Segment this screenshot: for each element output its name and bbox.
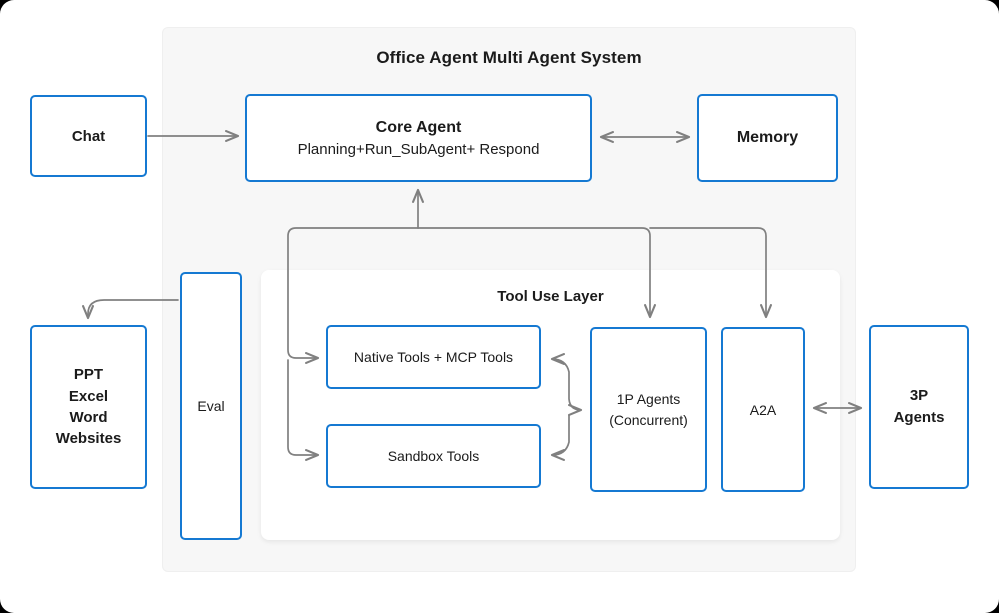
- node-eval-label: Eval: [197, 398, 225, 414]
- node-3p-agents-line2: Agents: [893, 409, 945, 426]
- node-3p-agents[interactable]: 3P Agents: [869, 325, 969, 489]
- node-core-agent[interactable]: Core Agent Planning+Run_SubAgent+ Respon…: [245, 94, 592, 182]
- node-chat[interactable]: Chat: [30, 95, 147, 177]
- node-outputs[interactable]: PPT Excel Word Websites: [30, 325, 147, 489]
- node-eval[interactable]: Eval: [180, 272, 242, 540]
- node-memory-label: Memory: [736, 129, 799, 146]
- system-title: Office Agent Multi Agent System: [376, 48, 642, 67]
- node-outputs-line-excel: Excel: [68, 387, 109, 405]
- node-native-tools-label: Native Tools + MCP Tools: [353, 349, 514, 365]
- node-a2a[interactable]: A2A: [721, 327, 805, 492]
- node-3p-agents-line1: 3P: [909, 387, 929, 405]
- node-1p-agents-label: 1P Agents: [616, 390, 681, 407]
- node-memory[interactable]: Memory: [697, 94, 838, 182]
- node-sandbox-tools[interactable]: Sandbox Tools: [326, 424, 541, 488]
- node-outputs-line-websites: Websites: [55, 430, 122, 448]
- node-core-agent-title: Core Agent: [375, 118, 462, 136]
- node-native-tools[interactable]: Native Tools + MCP Tools: [326, 325, 541, 389]
- node-outputs-line-word: Word: [69, 409, 108, 426]
- tool-use-layer-title: Tool Use Layer: [497, 288, 604, 305]
- node-core-agent-subtitle: Planning+Run_SubAgent+ Respond: [297, 140, 540, 158]
- node-chat-label: Chat: [71, 127, 106, 145]
- node-a2a-label: A2A: [749, 401, 777, 418]
- node-sandbox-tools-label: Sandbox Tools: [387, 448, 480, 464]
- node-1p-agents-sublabel: (Concurrent): [609, 411, 688, 428]
- node-1p-agents[interactable]: 1P Agents (Concurrent): [590, 327, 707, 492]
- node-outputs-line-ppt: PPT: [73, 366, 104, 384]
